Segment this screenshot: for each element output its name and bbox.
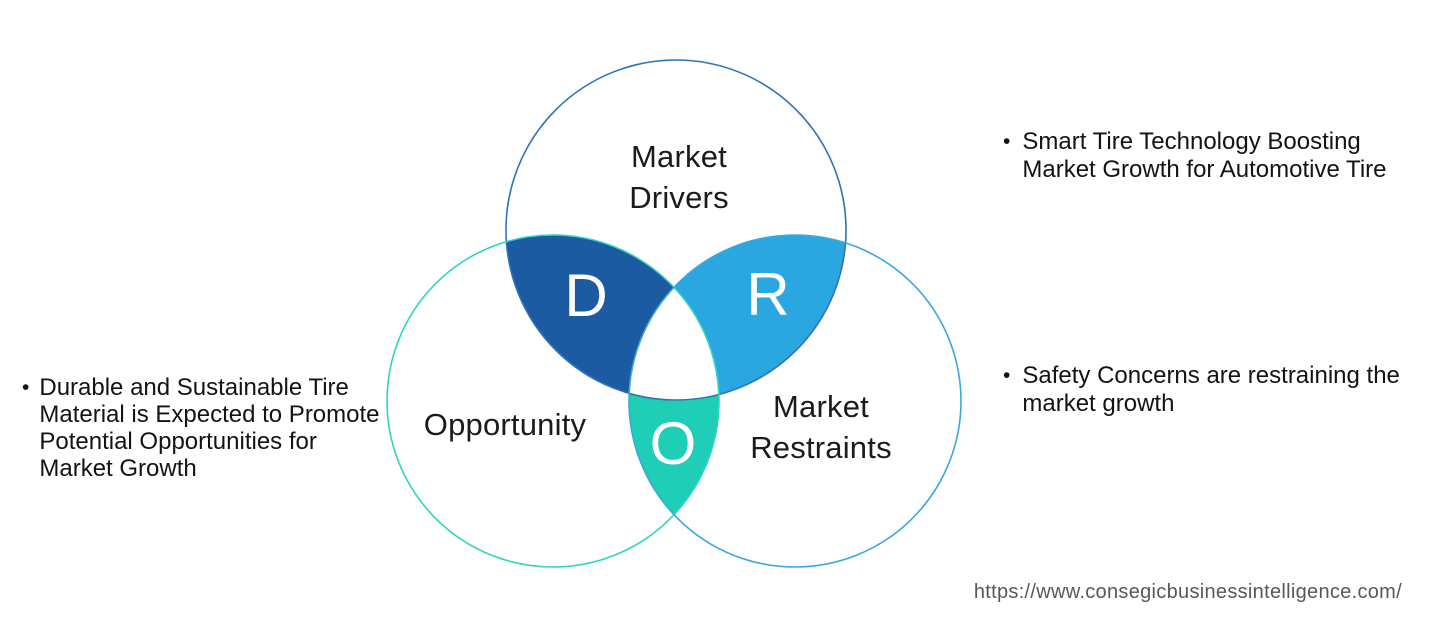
label-market-restraints-line1: Market: [773, 389, 869, 424]
bullet-icon: •: [1003, 364, 1011, 387]
note-opportunity-line4: Market Growth: [39, 455, 197, 482]
region-r-drivers-restraints: [629, 235, 846, 400]
label-market-restraints-line2: Restraints: [750, 430, 892, 465]
note-opportunity-text: Durable and Sustainable Tire Material is…: [39, 374, 379, 482]
note-drivers-text: Smart Tire Technology Boosting Market Gr…: [1022, 128, 1386, 184]
note-drivers-line2: Market Growth for Automotive Tire: [1022, 156, 1387, 183]
note-opportunity-line1: Durable and Sustainable Tire: [39, 374, 349, 401]
note-drivers-line1: Smart Tire Technology Boosting: [1022, 128, 1361, 155]
letter-o: O: [649, 410, 697, 477]
source-url: https://www.consegicbusinessintelligence…: [973, 581, 1402, 603]
note-opportunity-line3: Potential Opportunities for: [39, 428, 317, 455]
label-opportunity-line1: Opportunity: [423, 407, 587, 442]
label-market-restraints: Market Restraints: [691, 386, 951, 468]
letter-r: R: [746, 261, 790, 328]
note-restraints-text: Safety Concerns are restraining the mark…: [1022, 362, 1400, 418]
circle-opportunity-outline: [386, 234, 720, 568]
note-restraints: • Safety Concerns are restraining the ma…: [1003, 362, 1433, 418]
note-restraints-line1: Safety Concerns are restraining the: [1022, 362, 1400, 389]
circle-restraints-outline: [628, 234, 962, 568]
region-d-drivers-opportunity: [506, 235, 719, 400]
label-opportunity: Opportunity: [375, 404, 635, 445]
label-market-drivers: Market Drivers: [549, 136, 809, 218]
note-opportunity-line2: Material is Expected to Promote: [39, 401, 380, 428]
note-opportunity: • Durable and Sustainable Tire Material …: [22, 374, 392, 482]
letter-d: D: [564, 262, 608, 329]
circle-drivers-outline: [505, 59, 847, 401]
bullet-icon: •: [22, 376, 30, 399]
note-drivers: • Smart Tire Technology Boosting Market …: [1003, 128, 1423, 184]
label-market-drivers-line1: Market: [631, 139, 727, 174]
bullet-icon: •: [1003, 130, 1011, 153]
note-restraints-line2: market growth: [1022, 390, 1175, 417]
label-market-drivers-line2: Drivers: [629, 180, 729, 215]
